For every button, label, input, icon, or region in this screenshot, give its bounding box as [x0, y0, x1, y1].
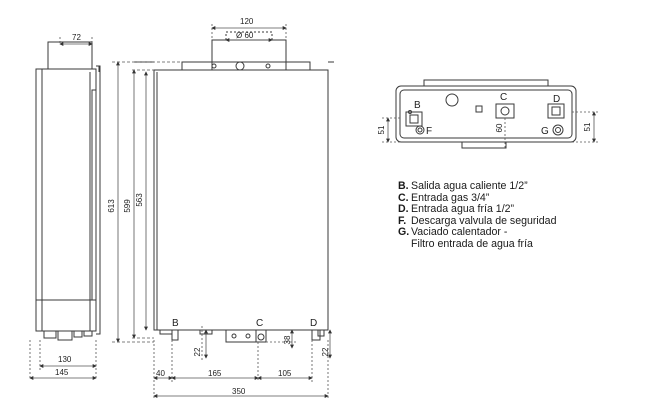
legend-item-g-extra: Filtro entrada de agua fría: [411, 237, 533, 250]
dim-563: 563: [135, 193, 144, 207]
label-b-front: B: [172, 318, 179, 329]
dim-60: 60: [495, 123, 504, 132]
legend-item-b: B.Salida agua caliente 1/2”: [398, 180, 528, 192]
dim-165: 165: [208, 369, 222, 378]
legend-item-f: F.Descarga valvula de seguridad: [398, 214, 557, 227]
label-g-bottom: G: [541, 126, 549, 137]
dim-72: 72: [72, 33, 81, 42]
dim-40: 40: [156, 369, 165, 378]
dim-350: 350: [232, 387, 246, 396]
dim-22-left: 22: [193, 347, 202, 356]
bottom-view: [395, 79, 577, 149]
bottom-dims: [382, 111, 598, 148]
dim-145: 145: [55, 368, 69, 377]
legend-item-d: D.Entrada agua fría 1/2”: [398, 203, 515, 216]
dim-51-right: 51: [583, 122, 592, 131]
dim-599: 599: [123, 199, 132, 213]
label-d-front: D: [310, 318, 317, 329]
dim-22-right: 22: [321, 347, 330, 356]
legend-item-c: C.Entrada gas 3/4”: [398, 191, 490, 204]
front-view: [134, 31, 334, 343]
dim-60-diameter: Ø 60: [236, 31, 254, 40]
label-f-bottom: F: [426, 126, 432, 137]
legend-item-g: G.Vaciado calentador -: [398, 226, 508, 239]
dim-51-left: 51: [377, 125, 386, 134]
dim-105: 105: [278, 369, 292, 378]
side-dims: [29, 37, 97, 380]
side-view: [35, 41, 101, 341]
front-dims: [112, 24, 332, 400]
dim-120: 120: [240, 17, 254, 26]
dim-38: 38: [283, 335, 292, 344]
legend: B.Salida agua caliente 1/2” C.Entrada ga…: [398, 180, 557, 251]
label-c-bottom: C: [500, 92, 507, 103]
label-c-front: C: [256, 318, 263, 329]
label-d-bottom: D: [553, 94, 560, 105]
dim-613: 613: [107, 199, 116, 213]
dim-130: 130: [58, 355, 72, 364]
label-b-bottom: B: [414, 100, 421, 111]
